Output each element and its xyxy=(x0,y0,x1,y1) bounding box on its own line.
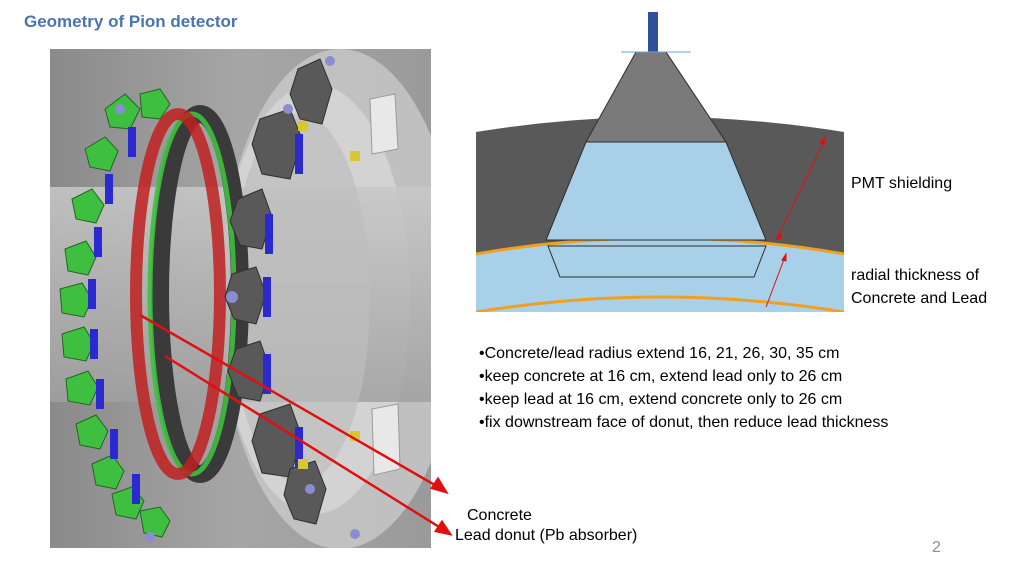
bullet-item: •keep concrete at 16 cm, extend lead onl… xyxy=(479,368,843,385)
lead-donut-pointer-head xyxy=(433,519,453,536)
bullet-item: •keep lead at 16 cm, extend concrete onl… xyxy=(479,391,843,408)
cross-section-diagram xyxy=(476,12,844,312)
bullet-item: •Concrete/lead radius extend 16, 21, 26,… xyxy=(479,345,840,362)
pmt-base xyxy=(547,245,767,278)
lead-donut-label: Lead donut (Pb absorber) xyxy=(455,527,638,544)
concrete-label: Concrete xyxy=(467,507,532,524)
radial-thickness-line1: radial thickness of xyxy=(851,267,980,284)
radial-thickness-line2: Concrete and Lead xyxy=(851,290,988,307)
bullet-list: •Concrete/lead radius extend 16, 21, 26,… xyxy=(479,342,888,434)
pmt-shield-block xyxy=(545,141,767,241)
concrete-pointer-head xyxy=(430,476,449,495)
pmt-stem xyxy=(648,12,658,52)
blue-modules xyxy=(88,127,140,504)
thickness-arrows xyxy=(765,135,827,308)
radial-thickness-label: radial thickness of Concrete and Lead xyxy=(851,264,987,310)
bullet-item: •fix downstream face of donut, then redu… xyxy=(479,414,889,431)
green-modules xyxy=(59,88,171,538)
pmt-shielding-label: PMT shielding xyxy=(851,175,953,192)
detector-3d-render xyxy=(50,49,431,548)
inner-ring xyxy=(476,295,844,312)
page-number: 2 xyxy=(932,539,941,556)
slide-title: Geometry of Pion detector xyxy=(24,12,238,31)
